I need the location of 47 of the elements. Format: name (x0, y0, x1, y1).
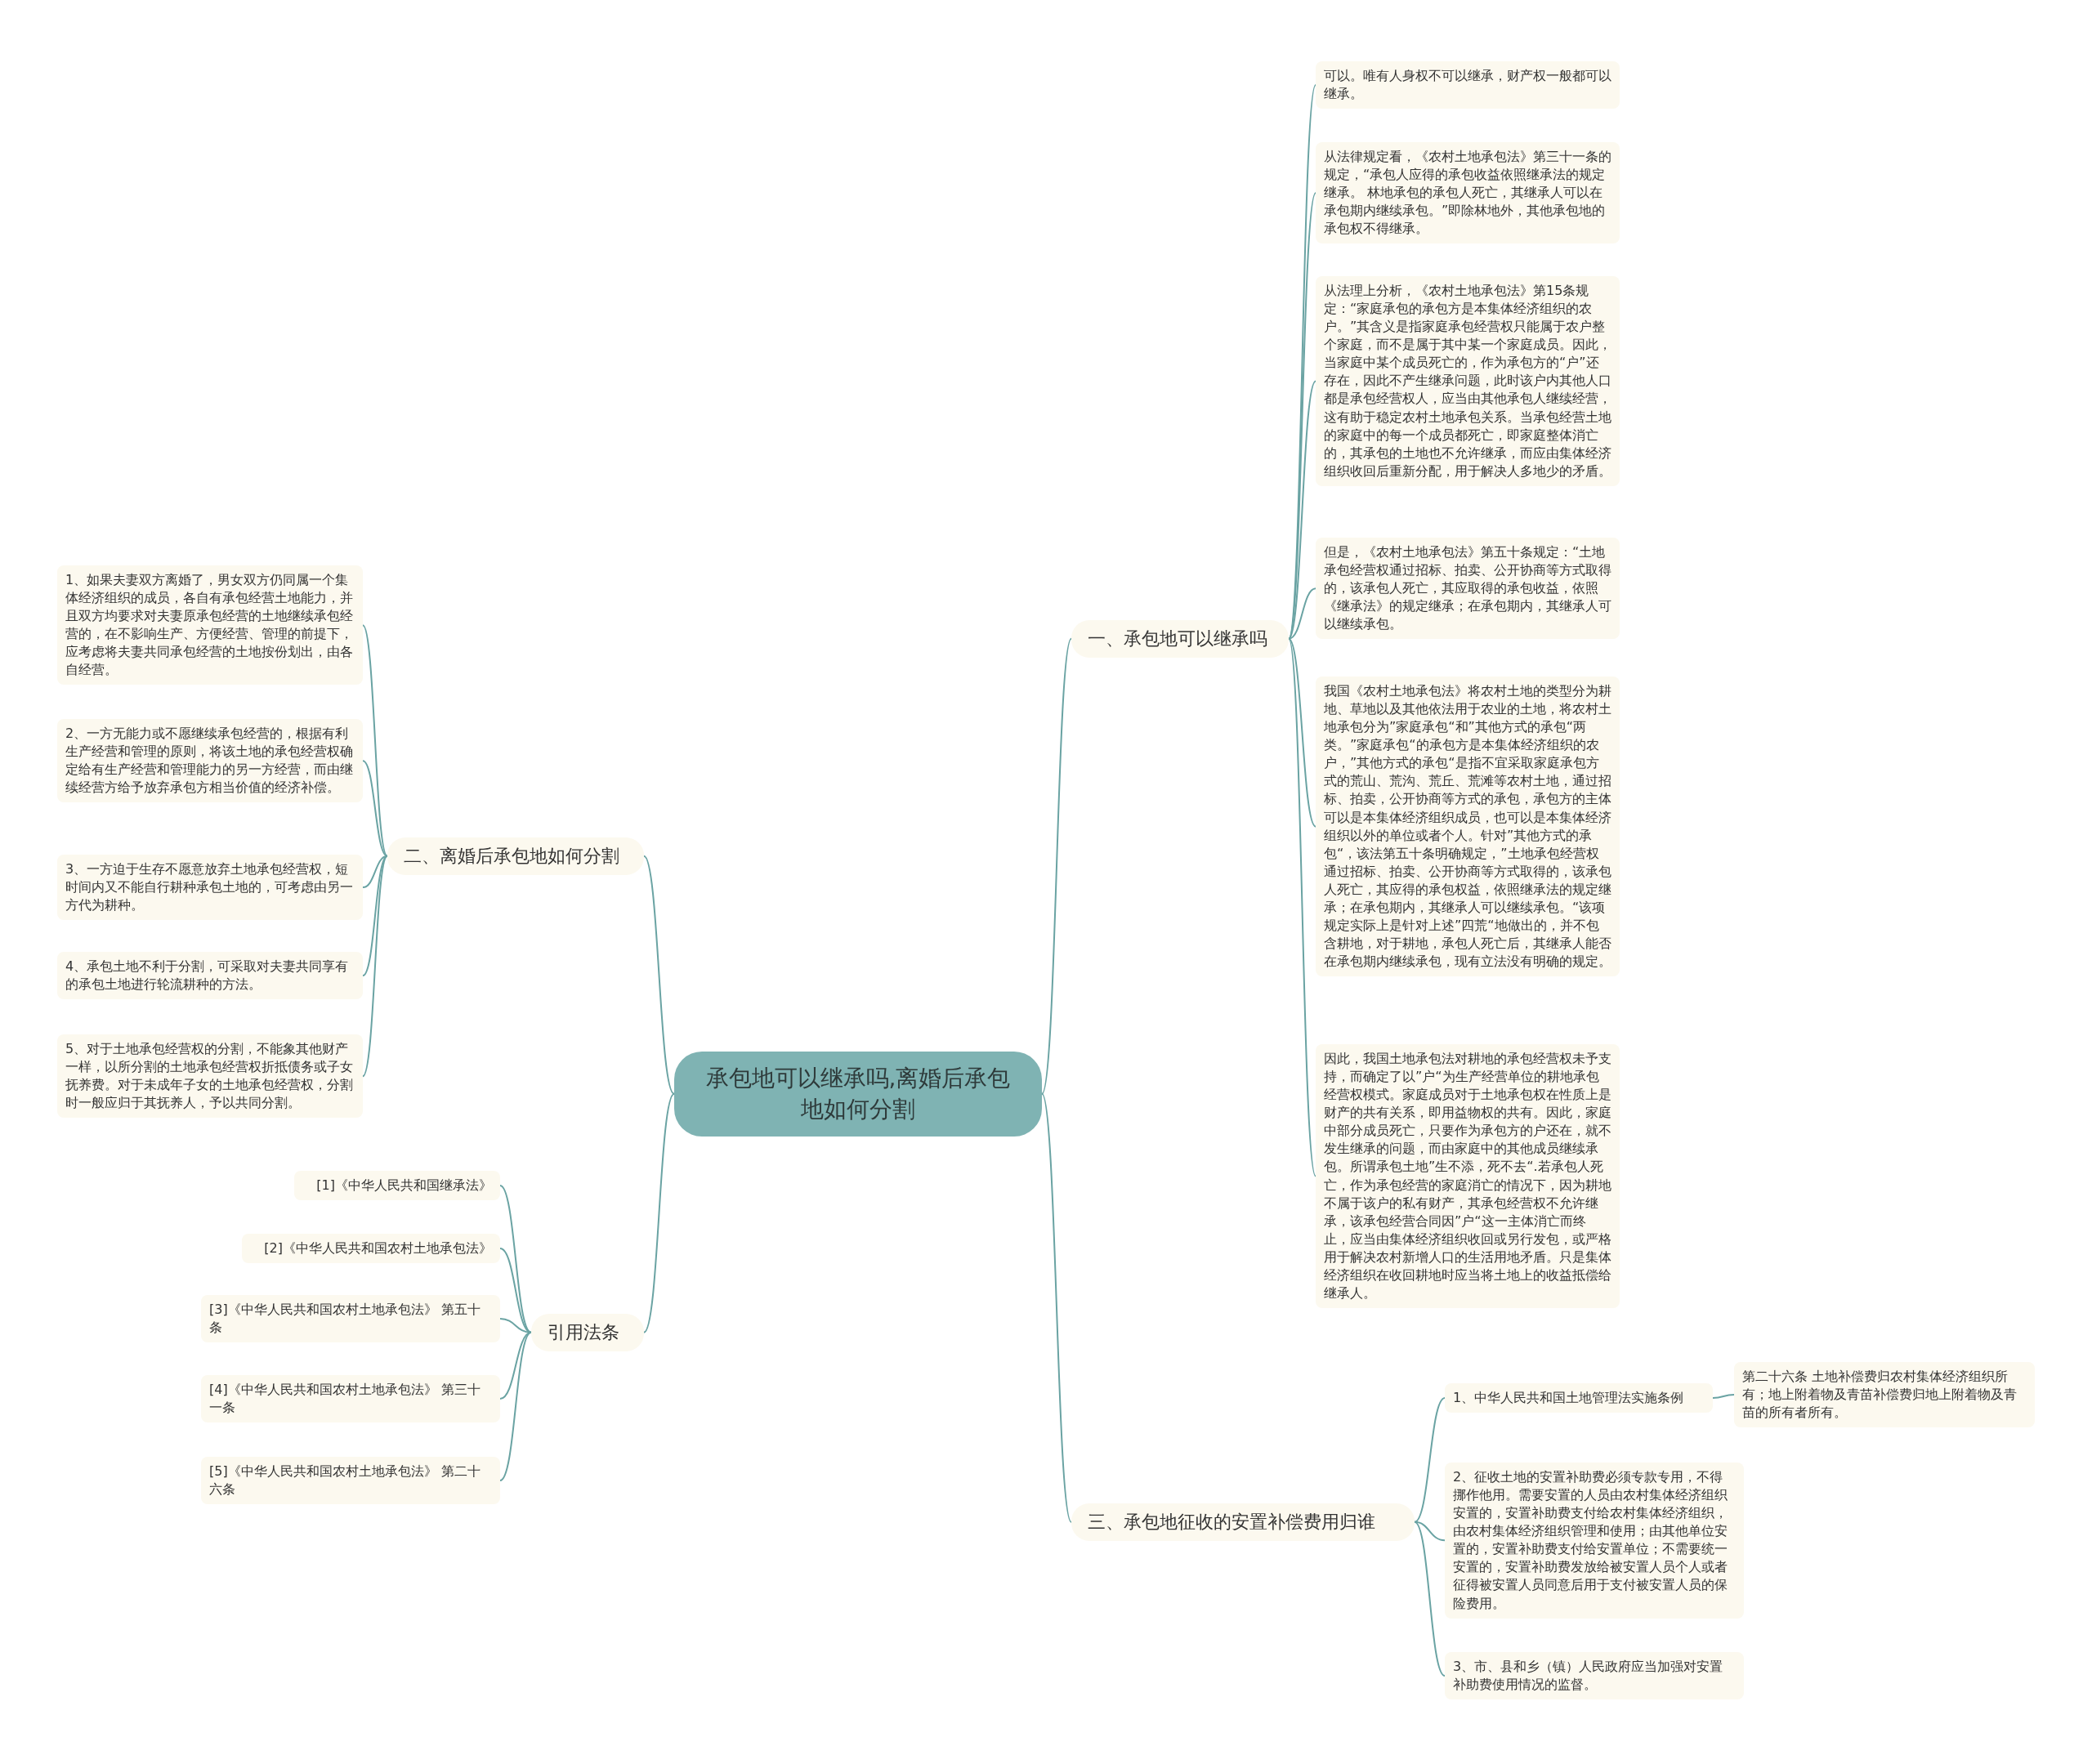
topic-box: 三、承包地征收的安置补偿费用归谁 (1071, 1503, 1415, 1541)
connector-line (362, 624, 388, 857)
connector-line (1414, 1521, 1446, 1677)
central-topic: 承包地可以继承吗,离婚后承包地如何分割 (674, 1052, 1042, 1137)
text-card: 但是，《农村土地承包法》第五十条规定：“土地承包经营权通过招标、拍卖、公开协商等方式取得的，该承包人死亡，其应取得的承包收益，依照《继承法》的规定继承；在承包期内，其继承人可以继续承包。 (1316, 538, 1620, 640)
connector-line (643, 855, 675, 1095)
connector-line (1288, 380, 1316, 640)
reference-card: [1]《中华人民共和国继承法》 (294, 1171, 500, 1201)
connector-line (499, 1331, 532, 1482)
text-card: 2、征收土地的安置补助费必须专款专用，不得挪作他用。需要安置的人员由农村集体经济组织安置的，安置补助费支付给农村集体经济组织，由农村集体经济组织管理和使用；由其他单位安置的，安置补助费支付给安置单位；不需要统一安置的，安置补助费发放给被安置人员个人或者征得被安置人员同意后用于支付被安置人员的保险费用。 (1445, 1463, 1744, 1619)
connector-line (1041, 1092, 1072, 1523)
text-card: 我国《农村土地承包法》将农村土地的类型分为耕地、草地以及其他依法用于农业的土地，将农村土地承包分为”家庭承包“和”其他方式的承包“两类。”家庭承包“的承包方是本集体经济组织的农户，”其他方式的承包“是指不宜采取家庭承包方式的荒山、荒沟、荒丘、荒滩等农村土地，通过招标、拍卖，公开协商等方式的承包，承包方的主体可以是本集体经济组织成员，也可以是本集体经济组织以外的单位或者个人。针对”其他方式的承包“，该法第五十条明确规定，”土地承包经营权通过招标、拍卖、公开协商等方式取得的，该承包人死亡，其应得的承包权益，依照继承法的规定继承；在承包期内，其继承人可以继续承包。“该项规定实际上是针对上述”四荒“地做出的，并不包含耕地，对于耕地，承包人死亡后，其继承人能否在承包期内继续承包，现有立法没有明确的规定。 (1316, 677, 1620, 977)
text-card: 2、一方无能力或不愿继续承包经营的，根据有利生产经营和管理的原则，将该土地的承包经营权确定给有生产经营和管理能力的另一方经营，而由继续经营方给予放弃承包方相当价值的经济补偿。 (57, 719, 363, 803)
connector-line (1288, 84, 1316, 640)
connector-line (1414, 1397, 1446, 1523)
topic-box: 一、承包地可以继承吗 (1071, 620, 1289, 658)
text-card: 1、如果夫妻双方离婚了，男女双方仍同属一个集体经济组织的成员，各自有承包经营土地能力，并且双方均要求对夫妻原承包经营的土地继续承包经营的，在不影响生产、方便经营、管理的前提下，应考虑将夫妻共同承包经营的土地按份划出，由各自经营。 (57, 565, 363, 686)
text-card: 3、市、县和乡（镇）人民政府应当加强对安置补助费使用情况的监督。 (1445, 1652, 1744, 1700)
text-card: 4、承包土地不利于分割，可采取对夫妻共同享有的承包土地进行轮流耕种的方法。 (57, 952, 363, 1000)
connector-line (499, 1185, 532, 1333)
connector-line (1288, 637, 1316, 828)
connector-line (362, 855, 388, 977)
connector-line (499, 1248, 532, 1333)
connector-line (643, 1092, 675, 1333)
text-card: 1、中华人民共和国土地管理法实施条例 (1445, 1383, 1713, 1413)
topic-box: 二、离婚后承包地如何分割 (387, 837, 644, 875)
text-card: 因此，我国土地承包法对耕地的承包经营权未予支持，而确定了以”户“为生产经营单位的耕地承包经营权模式。家庭成员对于土地承包权在性质上是财产的共有关系，即用益物权的共有。因此，家庭中部分成员死亡，只要作为承包方的户还在，就不发生继承的问题，而由家庭中的其他成员继续承包。所谓承包土地”生不添，死不去“.若承包人死亡，作为承包经营的家庭消亡的情况下，因为耕地不属于该户的私有财产，其承包经营权不允许继承，该承包经营合同因”户“这一主体消亡而终止，应当由集体经济组织收回或另行发包，或严格用于解决农村新增人口的生活用地矛盾。只是集体经济组织在收回耕地时应当将土地上的收益抵偿给继承人。 (1316, 1044, 1620, 1309)
text-card: 可以。唯有人身权不可以继承，财产权一般都可以继承。 (1316, 61, 1620, 109)
text-card: 5、对于土地承包经营权的分割，不能象其他财产一样，以所分割的土地承包经营权折抵债务或子女抚养费。对于未成年子女的土地承包经营权，分割时一般应归于其抚养人，予以共同分割。 (57, 1034, 363, 1119)
text-card: [5]《中华人民共和国农村土地承包法》 第二十六条 (201, 1457, 500, 1505)
connector-line (362, 855, 388, 889)
text-card: 从法理上分析，《农村土地承包法》第15条规定：“家庭承包的承包方是本集体经济组织的农户。”其含义是指家庭承包经营权只能属于农户整个家庭，而不是属于其中某一个家庭成员。因此，当家庭中某个成员死亡的，作为承包方的“户”还存在，因此不产生继承问题，此时该户内其他人口都是承包经营权人，应当由其他承包人继续经营，这有助于稳定农村土地承包关系。当承包经营土地的家庭中的每一个成员都死亡，即家庭整体消亡的，其承包的土地也不允许继承，而应由集体经济组织收回后重新分配，用于解决人多地少的矛盾。 (1316, 276, 1620, 486)
connector-line (1041, 637, 1072, 1095)
text-card: 从法律规定看，《农村土地承包法》第三十一条的规定，“承包人应得的承包收益依照继承法的规定继承。 林地承包的承包人死亡，其继承人可以在承包期内继续承包。”即除林地外，其他承包地的承包权不得继承。 (1316, 142, 1620, 244)
text-card: [3]《中华人民共和国农村土地承包法》 第五十条 (201, 1295, 500, 1343)
text-card: 第二十六条 土地补偿费归农村集体经济组织所有；地上附着物及青苗补偿费归地上附着物及青苗的所有者所有。 (1734, 1362, 2035, 1428)
connector-line (1414, 1521, 1446, 1542)
text-card: [4]《中华人民共和国农村土地承包法》 第三十一条 (201, 1375, 500, 1423)
topic-box: 引用法条 (531, 1314, 644, 1351)
text-card: 3、一方迫于生存不愿意放弃土地承包经营权，短时间内又不能自行耕种承包土地的，可考虑由另一方代为耕种。 (57, 855, 363, 921)
connector-line (362, 855, 388, 1078)
connector-line (1288, 587, 1316, 640)
connector-line (362, 760, 388, 857)
connector-line (1288, 637, 1316, 1177)
reference-card: [2]《中华人民共和国农村土地承包法》 (242, 1234, 500, 1264)
connector-line (1712, 1394, 1735, 1400)
connector-line (499, 1331, 532, 1400)
